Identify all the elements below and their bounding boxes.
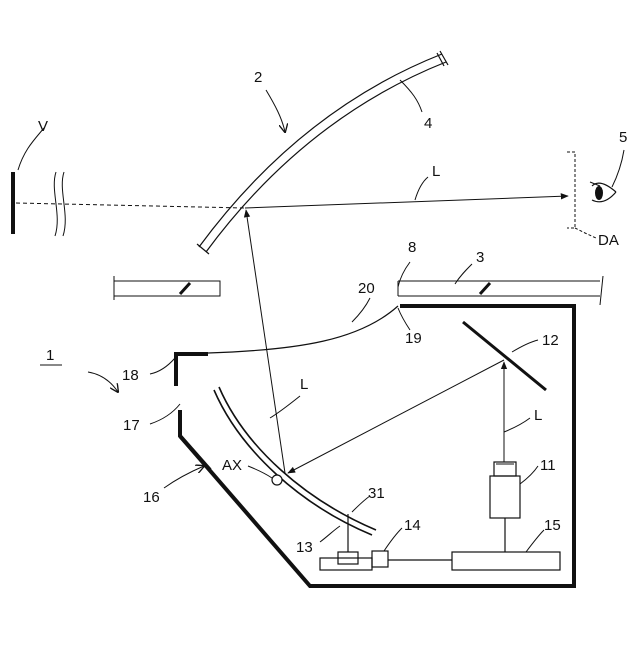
leader-13: [320, 526, 340, 542]
label-12: 12: [542, 332, 559, 349]
label-da: DA: [598, 232, 619, 249]
leader-12: [512, 340, 538, 352]
label-31: 31: [368, 485, 385, 502]
label-13: 13: [296, 539, 313, 556]
line-of-sight-dashed: [16, 203, 245, 208]
dashboard-left: [114, 281, 220, 296]
dashboard-left-hatch: [180, 283, 190, 294]
label-17: 17: [123, 417, 140, 434]
housing-bottom-left: [180, 436, 210, 470]
label-18: 18: [122, 367, 139, 384]
leader-14: [384, 528, 402, 551]
circuit-board: [452, 552, 560, 570]
windshield-end-1: [197, 244, 209, 254]
leader-5: [612, 150, 624, 187]
leader-2: [266, 90, 285, 132]
label-ax: AX: [222, 457, 242, 474]
motor-14: [372, 551, 388, 567]
windshield-outer: [199, 54, 442, 247]
leader-1: [88, 372, 118, 392]
display-body: [490, 476, 520, 518]
leader-18: [150, 358, 175, 374]
label-4: 4: [424, 115, 432, 132]
break-mark-2: [62, 172, 65, 236]
cover-window: [208, 306, 398, 353]
leader-19: [398, 308, 410, 330]
leader-8: [398, 262, 410, 287]
eyebox-bracket: [567, 152, 575, 228]
eye-icon: [590, 182, 616, 202]
label-15: 15: [544, 517, 561, 534]
leader-11: [520, 466, 538, 484]
housing-wall: [180, 306, 574, 586]
da-leader: [575, 228, 596, 238]
label-16: 16: [143, 489, 160, 506]
label-14: 14: [404, 517, 421, 534]
leader-17: [150, 404, 180, 424]
leader-l-right: [504, 418, 530, 432]
leader-20: [352, 298, 370, 322]
label-8: 8: [408, 239, 416, 256]
label-19: 19: [405, 330, 422, 347]
leader-4: [400, 80, 422, 112]
label-1: 1: [46, 347, 54, 364]
light-ray-to-concave: [288, 360, 504, 473]
label-5: 5: [619, 129, 627, 146]
label-20: 20: [358, 280, 375, 297]
label-2: 2: [254, 69, 262, 86]
light-ray-to-eye: [245, 196, 568, 208]
label-3: 3: [476, 249, 484, 266]
label-v: V: [38, 118, 48, 135]
housing-top-left-lip: [176, 354, 208, 386]
dashboard-right-hatch: [480, 283, 490, 294]
leader-l-top: [415, 177, 428, 200]
label-l-top: L: [432, 163, 440, 180]
label-l-right: L: [534, 407, 542, 424]
light-ray-to-windshield: [246, 210, 285, 473]
rotation-axis-ax: [272, 475, 282, 485]
leader-16: [164, 466, 204, 488]
label-11: 11: [540, 457, 556, 474]
label-l-left: L: [300, 376, 308, 393]
leader-15: [526, 530, 544, 552]
